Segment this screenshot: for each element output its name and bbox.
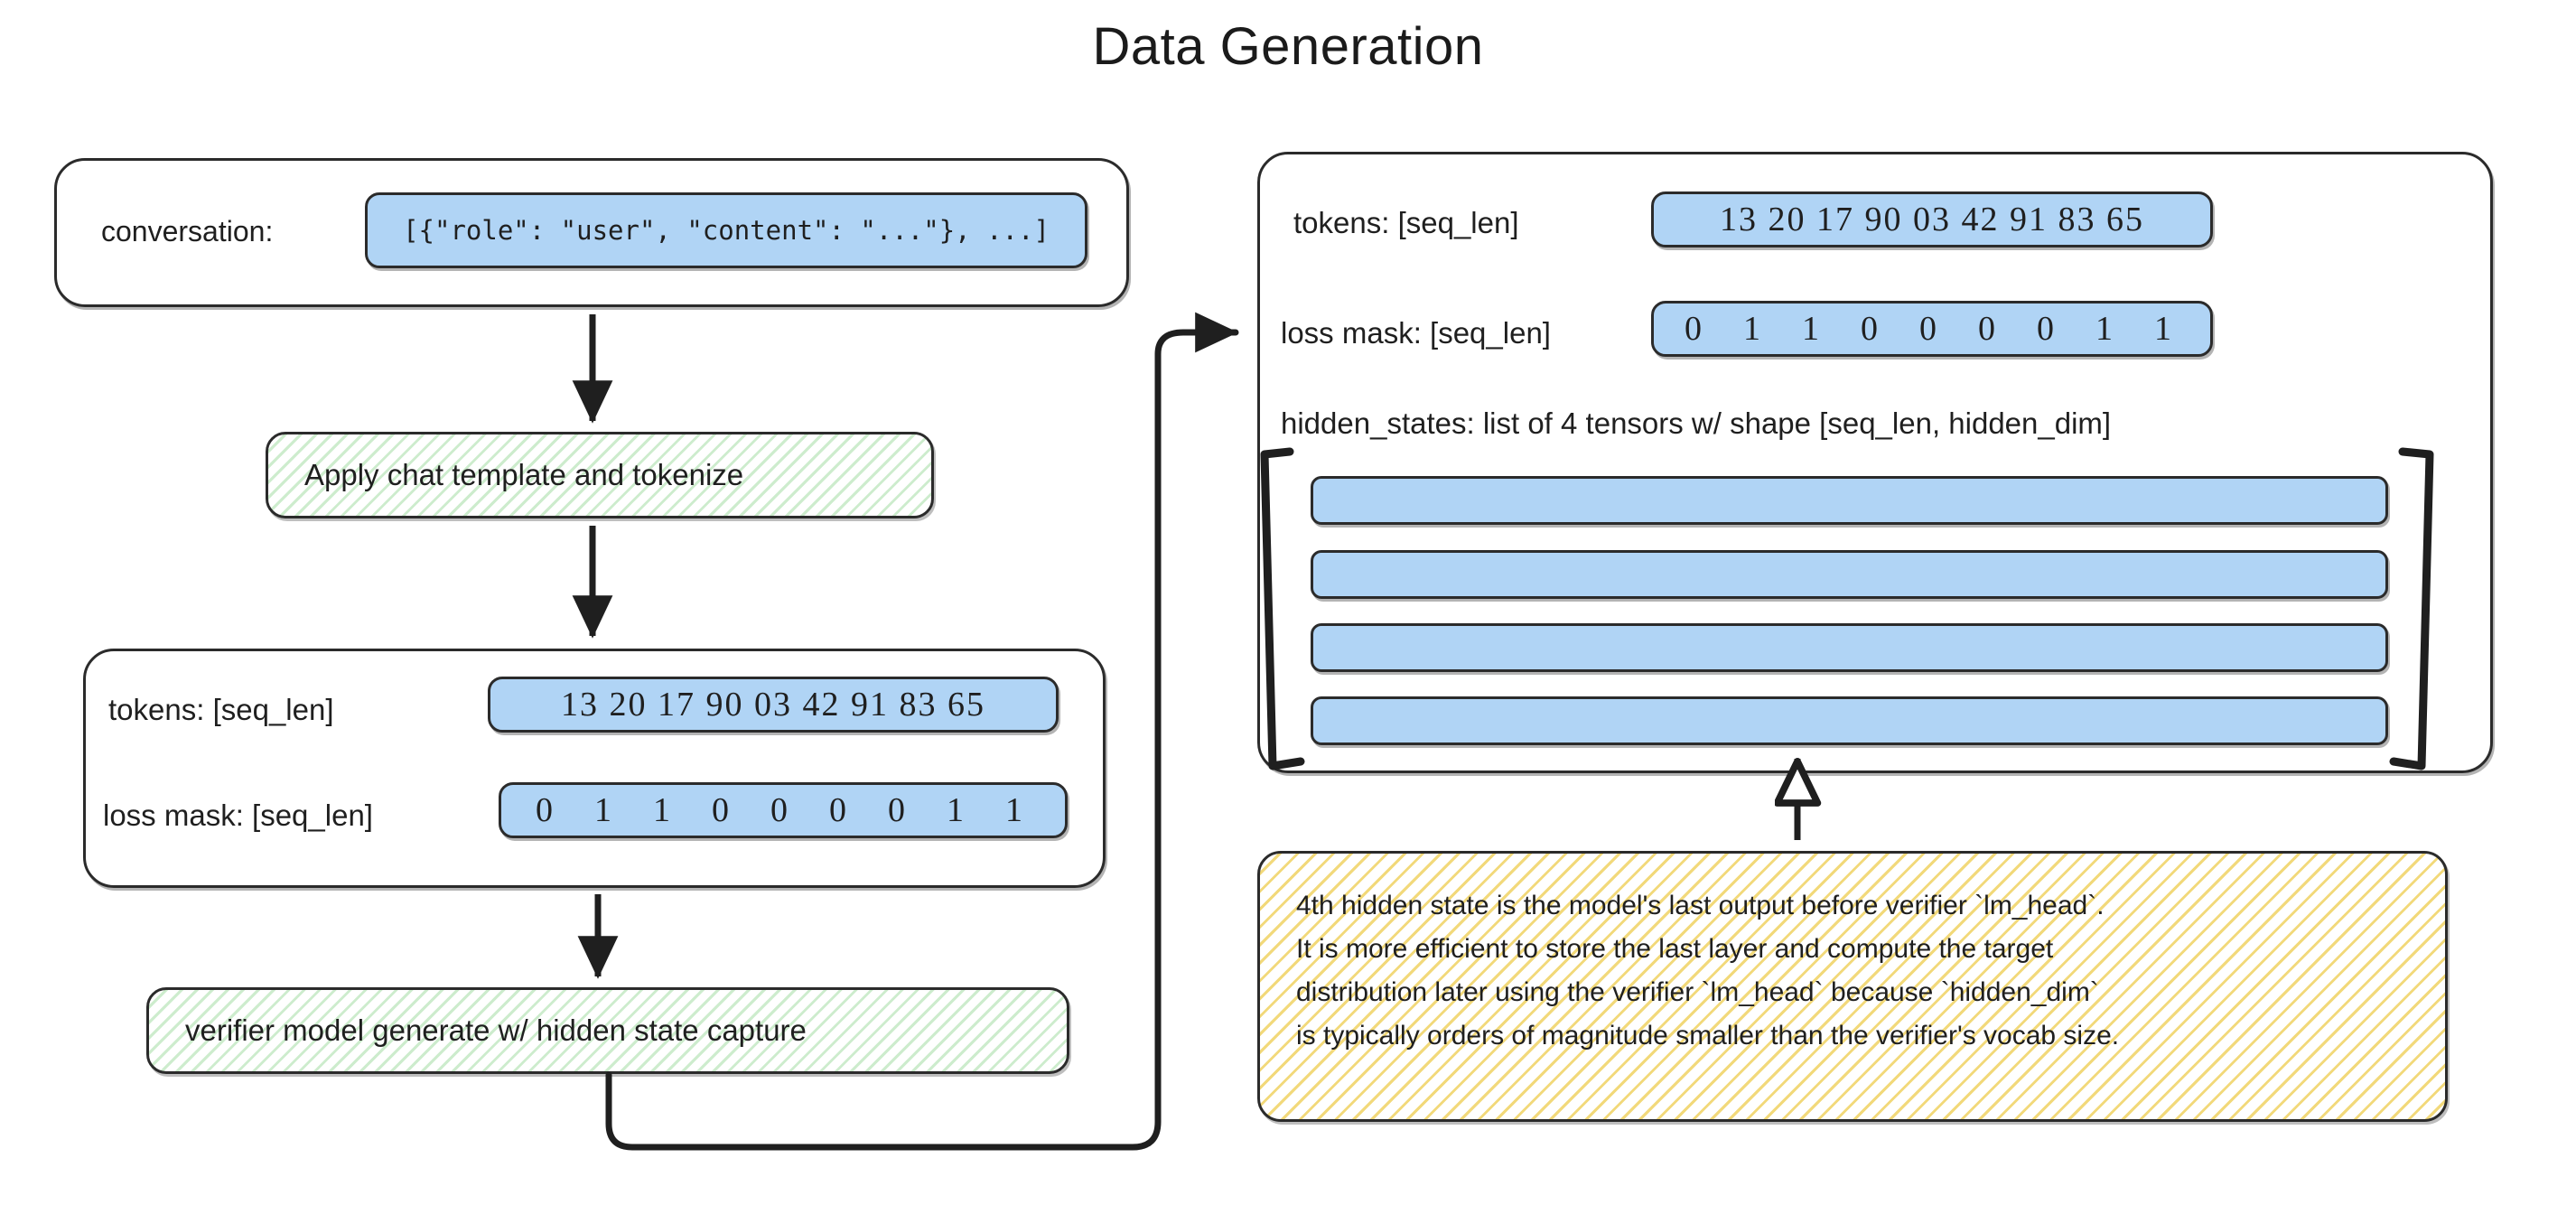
right-tokens-label: tokens: [seq_len] — [1293, 206, 1519, 239]
hidden-states-label: hidden_states: list of 4 tensors w/ shap… — [1281, 406, 2112, 440]
right-loss-mask-label: loss mask: [seq_len] — [1281, 316, 1551, 350]
left-tokens-label: tokens: [seq_len] — [108, 693, 334, 726]
left-tokens-pill: 13 20 17 90 03 42 91 83 65 — [488, 677, 1059, 733]
step-generate-box: verifier model generate w/ hidden state … — [146, 987, 1069, 1074]
left-loss-mask-label: loss mask: [seq_len] — [103, 798, 373, 832]
note-line: 4th hidden state is the model's last out… — [1296, 891, 2105, 920]
step-tokenize-box: Apply chat template and tokenize — [266, 432, 934, 518]
hidden-state-bar-3 — [1311, 623, 2388, 672]
hidden-state-bar-1 — [1311, 476, 2388, 525]
hidden-state-bar-4 — [1311, 696, 2388, 745]
explanatory-note: 4th hidden state is the model's last out… — [1257, 851, 2448, 1122]
conversation-label: conversation: — [101, 215, 274, 247]
note-line: It is more efficient to store the last l… — [1296, 934, 2054, 964]
right-loss-mask-pill: 0 1 1 0 0 0 0 1 1 — [1651, 301, 2213, 357]
right-tokens-pill: 13 20 17 90 03 42 91 83 65 — [1651, 191, 2213, 247]
note-line: is typically orders of magnitude smaller… — [1296, 1021, 2120, 1051]
page-title: Data Generation — [1092, 17, 1484, 76]
left-loss-mask-pill: 0 1 1 0 0 0 0 1 1 — [499, 782, 1068, 838]
hidden-state-bar-2 — [1311, 550, 2388, 599]
step-tokenize-label: Apply chat template and tokenize — [304, 458, 744, 491]
note-line: distribution later using the verifier `l… — [1296, 977, 2099, 1007]
conversation-value-pill: [{"role": "user", "content": "..."}, ...… — [365, 192, 1087, 268]
step-generate-label: verifier model generate w/ hidden state … — [185, 1013, 807, 1047]
